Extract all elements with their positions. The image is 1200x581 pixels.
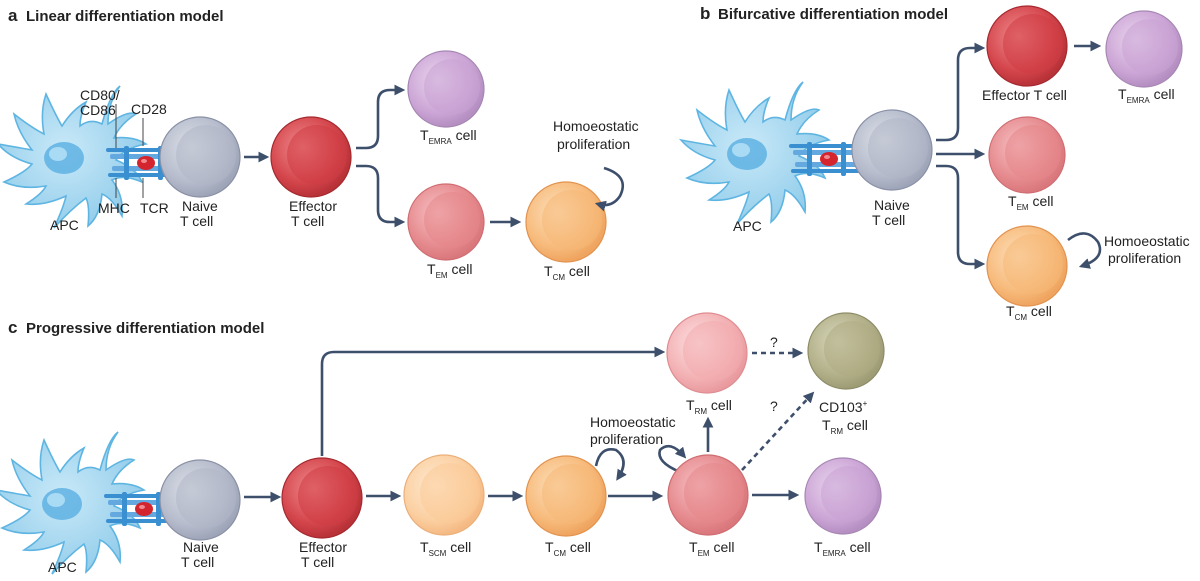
panel-a-tem-label: TEM cell (427, 261, 472, 280)
panel-a-tcr-label: TCR (140, 200, 169, 216)
panel-b-effector-cell (986, 5, 1068, 87)
panel-b-naive-cell (851, 109, 933, 191)
panel-c-cd103-cell (807, 312, 885, 390)
panel-a-apc-label: APC (50, 217, 79, 233)
panel-c-cd103-label-2: TRM cell (822, 417, 868, 436)
panel-a-cd28-label: CD28 (131, 101, 167, 117)
panel-c-question-1: ? (770, 334, 778, 350)
panel-c-effector-label-2: T cell (301, 554, 334, 570)
panel-c-apc (0, 431, 183, 575)
panel-c-tem-cell (667, 454, 749, 536)
panel-a-tcm-label: TCM cell (544, 263, 590, 282)
panel-c-tem-label: TEM cell (689, 539, 734, 558)
panel-b-arrow-naive-effector (936, 42, 986, 142)
panel-c-apc-label: APC (48, 559, 77, 575)
panel-a-letter: a (8, 6, 18, 25)
panel-c-temra-label: TEMRA cell (814, 539, 871, 558)
panel-a-temra-cell (407, 50, 485, 128)
panel-a-homeo-loop (594, 166, 625, 212)
panel-c-letter: c (8, 318, 17, 337)
panel-c-arrow-effector-trm (320, 346, 666, 456)
panel-a-mhc-label: MHC (98, 200, 130, 216)
panel-a-naive-cell (159, 116, 241, 198)
panel-b-homeo-label-2: proliferation (1108, 250, 1181, 266)
panel-a-title: Linear differentiation model (26, 8, 224, 25)
panel-b-apc-label: APC (733, 218, 762, 234)
panel-b-tcm-label: TCM cell (1006, 303, 1052, 322)
panel-c-title: Progressive differentiation model (26, 320, 264, 337)
panel-a-naive-label-2: T cell (180, 213, 213, 229)
panel-b-temra-label: TEMRA cell (1118, 86, 1175, 105)
panel-c-tcm-label: TCM cell (545, 539, 591, 558)
panel-b: b Bifurcative differentiation model APC … (680, 4, 1190, 322)
panel-c-effector-cell (281, 457, 363, 539)
panel-a-temra-label: TEMRA cell (420, 127, 477, 146)
panel-c-question-2: ? (770, 398, 778, 414)
panel-a-effector-cell (270, 116, 352, 198)
panel-a-effector-label-2: T cell (291, 213, 324, 229)
panel-b-apc (680, 81, 868, 225)
panel-c-homeo-loop-tem (658, 444, 687, 474)
panel-c-homeo-loop-tcm (594, 448, 627, 481)
panel-a-naive-label-1: Naive (182, 198, 218, 214)
panel-c-homeo-label-2: proliferation (590, 431, 663, 447)
panel-c-naive-label-2: T cell (181, 554, 214, 570)
panel-c-naive-label-1: Naive (183, 539, 219, 555)
panel-a-arrow-effector-tem (356, 164, 406, 228)
panel-c-homeo-label-1: Homoeostatic (590, 414, 676, 430)
panel-b-tem-cell (988, 116, 1066, 194)
panel-c-effector-label-1: Effector (299, 539, 347, 555)
panel-a: a Linear differentiation model CD80/ CD8… (0, 6, 639, 282)
panel-b-arrow-naive-tcm (936, 164, 986, 270)
panel-b-effector-label: Effector T cell (982, 87, 1067, 103)
panel-c-tcm-cell (525, 455, 607, 537)
panel-a-homeo-label-1: Homoeostatic (553, 118, 639, 134)
panel-a-tcm-cell (525, 181, 607, 263)
panel-a-arrow-effector-temra (356, 84, 406, 150)
panel-c-temra-cell (804, 457, 882, 535)
panel-b-title: Bifurcative differentiation model (718, 6, 948, 23)
panel-c-cd103-label-1: CD103+ (819, 399, 868, 415)
panel-a-tem-cell (407, 183, 485, 261)
panel-a-effector-label-1: Effector (289, 198, 337, 214)
panel-b-homeo-loop (1067, 232, 1102, 269)
panel-b-letter: b (700, 4, 710, 23)
panel-b-tem-label: TEM cell (1008, 193, 1053, 212)
panel-c-tscm-cell (403, 454, 485, 536)
panel-c-tscm-label: TSCM cell (420, 539, 471, 558)
panel-c-trm-label: TRM cell (686, 397, 732, 416)
panel-a-homeo-label-2: proliferation (557, 136, 630, 152)
panel-c-naive-cell (159, 459, 241, 541)
panel-b-tcm-cell (986, 225, 1068, 307)
panel-b-homeo-label-1: Homoeostatic (1104, 233, 1190, 249)
panel-b-temra-cell (1105, 10, 1183, 88)
panel-a-cd80-label: CD80/ (80, 87, 120, 103)
panel-c-trm-cell (666, 312, 748, 394)
panel-b-naive-label-1: Naive (874, 197, 910, 213)
panel-b-naive-label-2: T cell (872, 212, 905, 228)
panel-c: c Progressive differentiation model APC … (0, 312, 885, 575)
panel-a-cd86-label: CD86 (80, 102, 116, 118)
